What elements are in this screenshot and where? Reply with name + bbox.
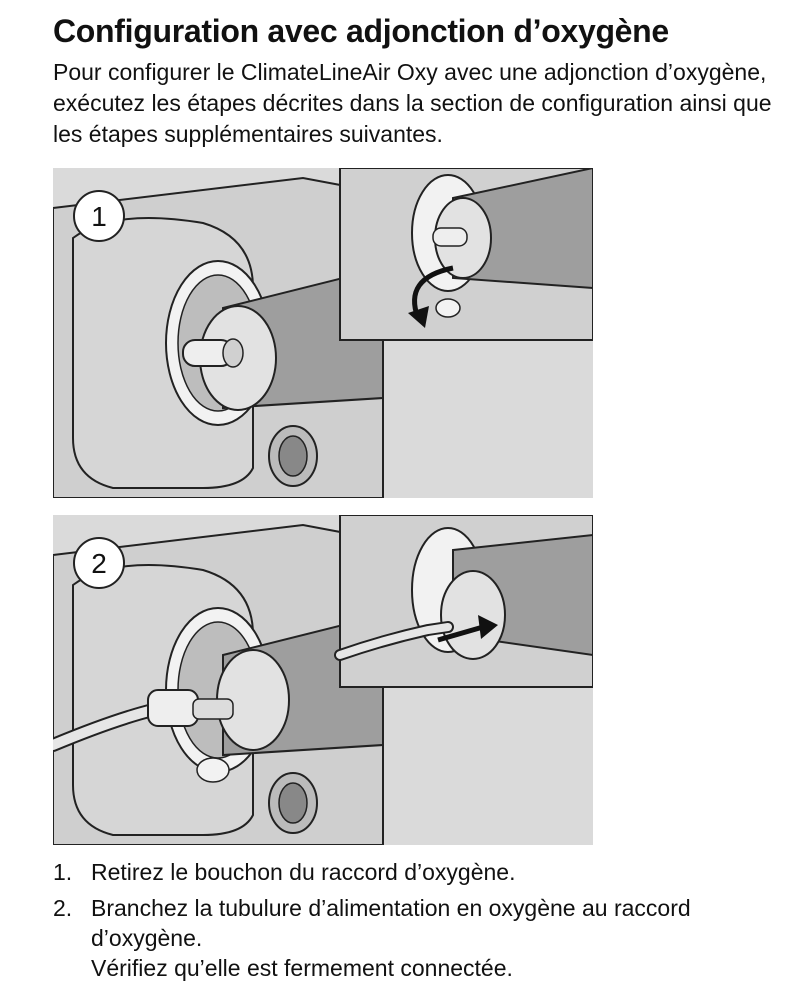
step-2-note: Vérifiez qu’elle est fermement connectée… [91,955,513,981]
oxygen-connector [192,698,234,720]
figure-step-1: 1 [53,168,593,498]
step-number-1: 1. [53,859,73,885]
step-1-text: Retirez le bouchon du raccord d’oxygène. [91,859,516,885]
step-badge-1 [73,190,125,242]
figure-step-2: 2 [53,515,593,845]
step-2-text: Branchez la tubulure d’alimentation en o… [91,895,691,951]
figure-step-2-illustration: 2 [53,515,593,845]
figure-step-1-illustration: 1 [53,168,593,498]
step-badge-1-label: 1 [91,201,107,232]
step-item-2: 2. Branchez la tubulure d’alimentation e… [53,893,773,983]
steps-list: 1. Retirez le bouchon du raccord d’oxygè… [53,857,773,989]
page-title: Configuration avec adjonction d’oxygène [53,13,669,49]
intro-paragraph: Pour configurer le ClimateLineAir Oxy av… [53,59,772,147]
step-badge-2 [73,537,125,589]
step-item-1: 1. Retirez le bouchon du raccord d’oxygè… [53,857,773,887]
remove-arrow-icon [412,265,454,319]
connect-arrow-icon [437,624,484,643]
step-badge-2-label: 2 [91,548,107,579]
step-number-2: 2. [53,895,73,921]
